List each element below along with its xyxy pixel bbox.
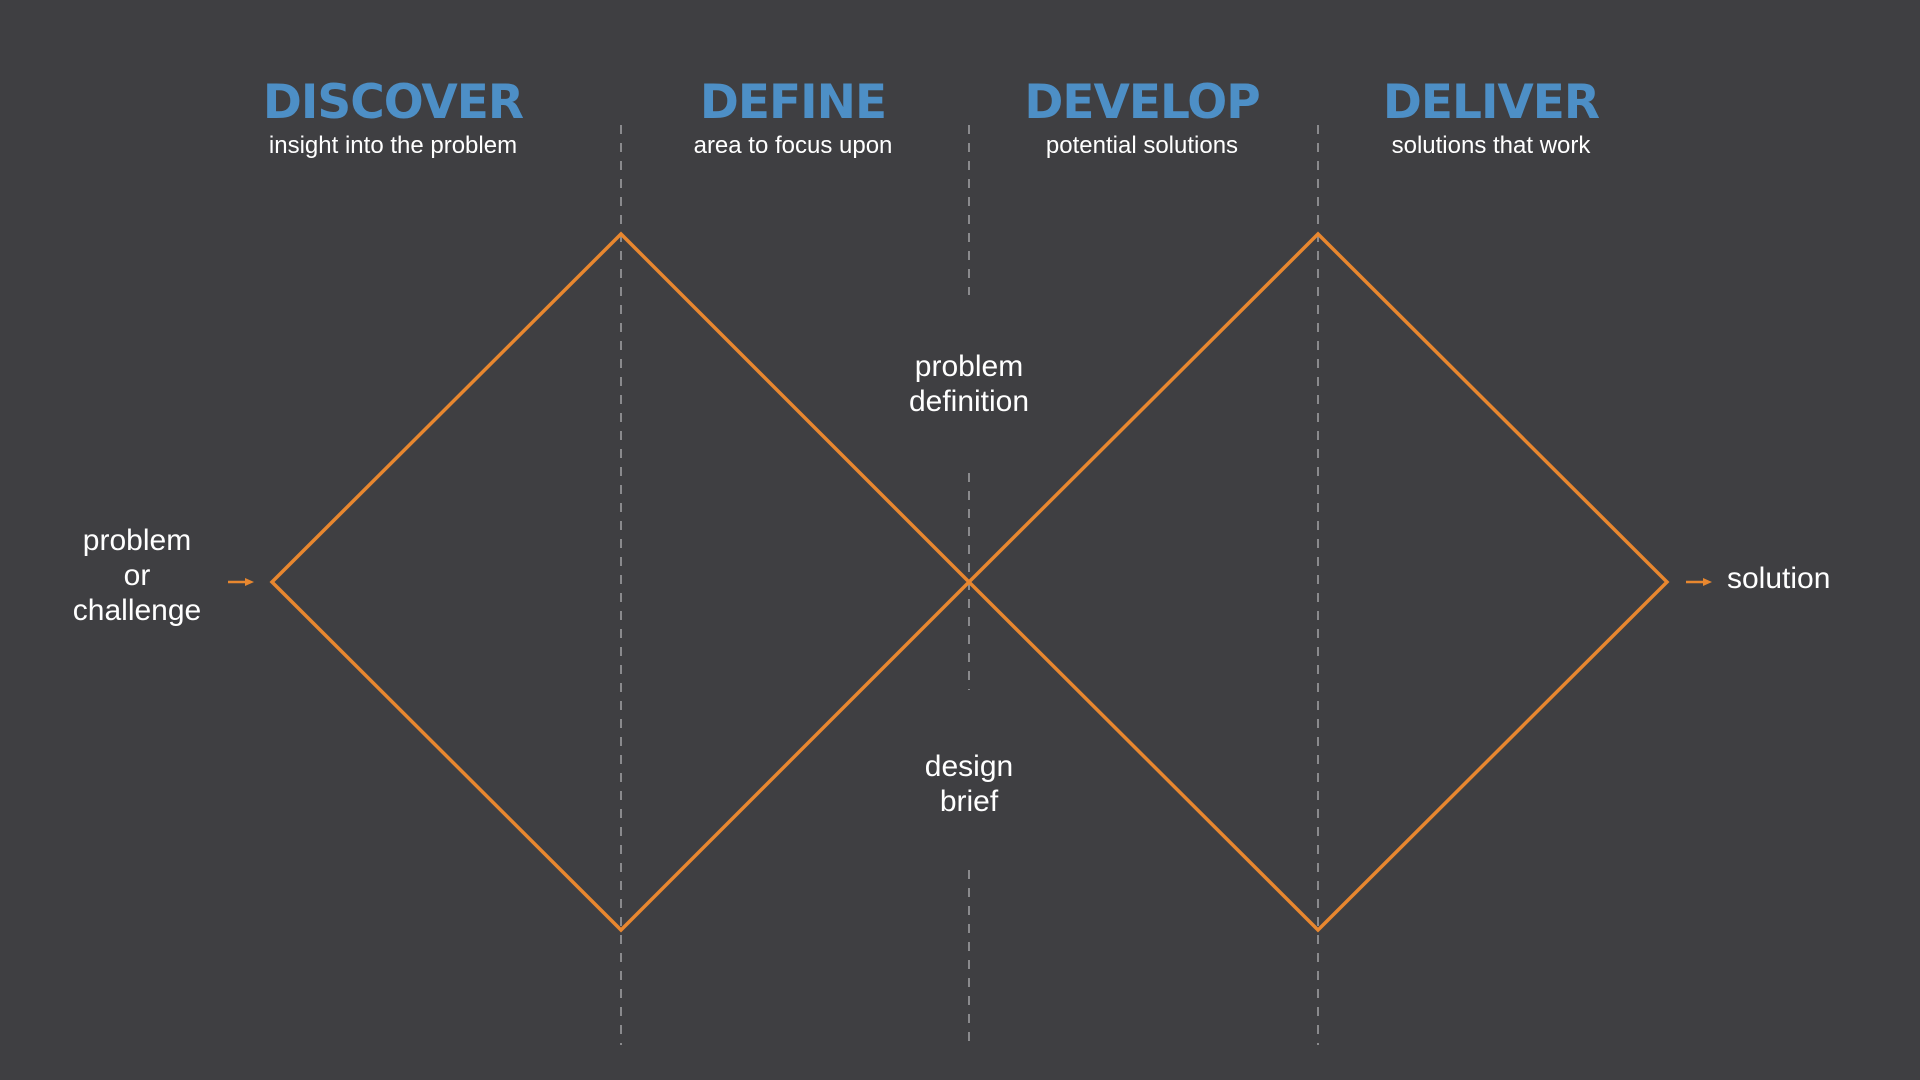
phase-subtitle-develop: potential solutions: [1046, 132, 1238, 159]
design-brief-label-line-2: brief: [940, 785, 999, 818]
input-arrow-icon: [228, 578, 254, 586]
output-arrow-icon: [1686, 578, 1712, 586]
problem-definition-label-line-1: problem: [915, 350, 1023, 383]
phase-title-develop: DEVELOP: [1024, 75, 1259, 130]
phase-subtitle-define: area to focus upon: [694, 132, 893, 159]
phase-title-deliver: DELIVER: [1383, 75, 1600, 130]
phase-title-discover: DISCOVER: [263, 75, 524, 130]
phase-subtitle-deliver: solutions that work: [1392, 132, 1592, 159]
phase-title-define: DEFINE: [700, 75, 886, 130]
input-label-line-1: problem: [83, 524, 191, 557]
develop-deliver-diamond: [966, 231, 1670, 933]
problem-definition-label-line-2: definition: [909, 385, 1029, 418]
output-label: solution: [1727, 562, 1830, 595]
input-label-line-2: or: [124, 559, 151, 592]
input-label-line-3: challenge: [73, 594, 201, 627]
phase-subtitle-discover: insight into the problem: [269, 132, 517, 159]
design-brief-label-line-1: design: [925, 750, 1013, 783]
